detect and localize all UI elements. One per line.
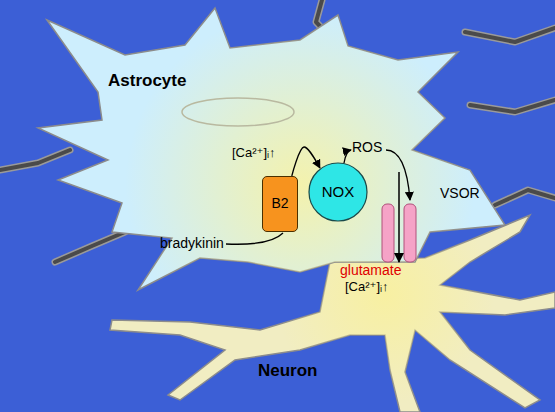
enzyme-circle bbox=[309, 163, 367, 221]
node-label: Neuron bbox=[258, 362, 318, 381]
cell-glow bbox=[110, 215, 555, 412]
activation-arrow bbox=[292, 147, 320, 176]
node-label: NOX bbox=[308, 162, 368, 222]
ligand-leader-line bbox=[226, 233, 283, 244]
ros-vsor-arrow bbox=[386, 150, 410, 200]
node-label: B2 bbox=[263, 177, 297, 231]
node-label: VSOR bbox=[440, 186, 480, 201]
channel-svg bbox=[378, 200, 422, 266]
nucleus-outline bbox=[182, 98, 294, 126]
b2-receptor: B2 bbox=[262, 176, 298, 232]
process-outline bbox=[0, 150, 70, 170]
channel-subunit bbox=[382, 204, 394, 262]
cell-process bbox=[495, 190, 555, 205]
process-outline bbox=[495, 190, 555, 205]
node-label: Astrocyte bbox=[108, 72, 186, 91]
nox-enzyme: NOX bbox=[308, 162, 368, 222]
cell-process bbox=[465, 28, 555, 42]
cell-process bbox=[0, 150, 70, 170]
glutamate-release-arrow bbox=[398, 172, 400, 262]
channel-subunit bbox=[404, 204, 416, 262]
nox-ros-arrow bbox=[344, 150, 351, 163]
neuron-outline bbox=[110, 215, 555, 412]
cell-process bbox=[55, 232, 125, 262]
cell-outline-svg bbox=[35, 5, 510, 295]
cell-glow bbox=[38, 8, 505, 290]
astrocyte-outline bbox=[38, 8, 505, 290]
astrocyte-cell: AstrocyteB2NOXVSOR bbox=[35, 5, 510, 295]
process-outline bbox=[465, 28, 555, 42]
process-outline bbox=[55, 232, 125, 262]
process-outline bbox=[470, 100, 555, 112]
cell-process bbox=[470, 100, 555, 112]
vsor-channel: VSOR bbox=[378, 200, 422, 266]
